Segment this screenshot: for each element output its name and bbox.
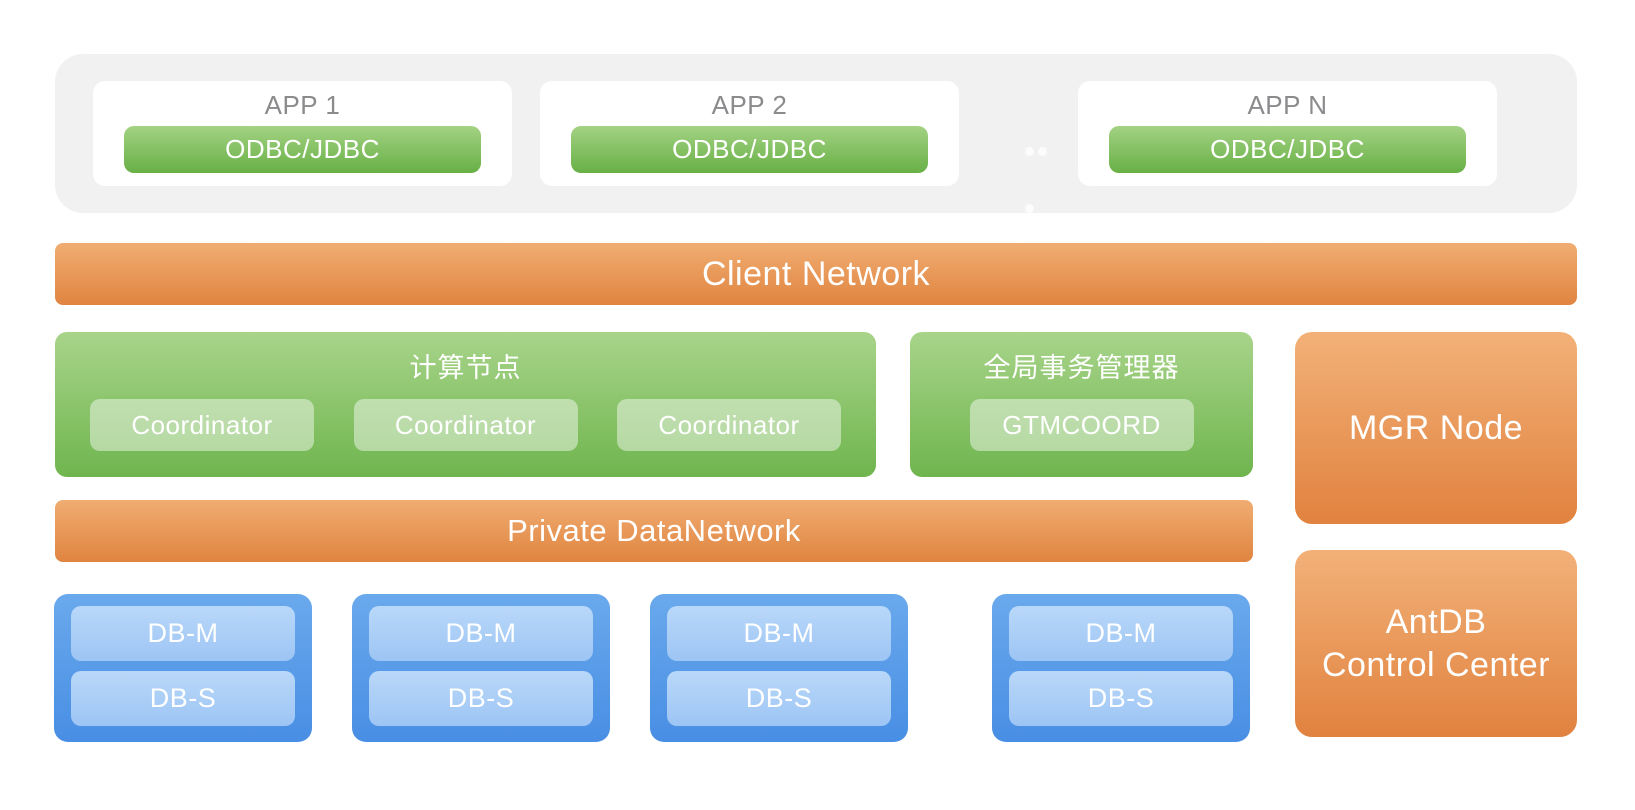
odbc-jdbc-badge: ODBC/JDBC xyxy=(124,126,481,173)
app-card-title: APP 2 xyxy=(711,90,788,120)
app-card-n: APP N ODBC/JDBC xyxy=(1078,81,1497,186)
db-standby-badge: DB-S xyxy=(1009,671,1233,726)
odbc-jdbc-badge: ODBC/JDBC xyxy=(1109,126,1466,173)
mgr-node-label: MGR Node xyxy=(1348,408,1524,447)
compute-node-title: 计算节点 xyxy=(409,353,522,383)
db-master-badge: DB-M xyxy=(1009,606,1233,661)
client-network-bar: Client Network xyxy=(55,243,1577,305)
compute-node-box: 计算节点 Coordinator Coordinator Coordinator xyxy=(55,332,876,477)
db-master-badge: DB-M xyxy=(71,606,295,661)
control-center-line1: AntDB xyxy=(1385,602,1487,641)
coordinator-badge: Coordinator xyxy=(90,399,314,451)
ellipsis-dot xyxy=(1025,147,1034,156)
mgr-node-box: MGR Node xyxy=(1295,332,1577,524)
coordinator-badge: Coordinator xyxy=(617,399,841,451)
app-card-1: APP 1 ODBC/JDBC xyxy=(93,81,512,186)
db-master-badge: DB-M xyxy=(369,606,593,661)
app-card-2: APP 2 ODBC/JDBC xyxy=(540,81,959,186)
data-node-box-2: DB-M DB-S xyxy=(352,594,610,742)
db-standby-badge: DB-S xyxy=(369,671,593,726)
coordinator-row: Coordinator Coordinator Coordinator xyxy=(90,399,841,451)
coordinator-badge: Coordinator xyxy=(353,399,578,451)
data-node-box-4: DB-M DB-S xyxy=(992,594,1250,742)
control-center-box: AntDB Control Center xyxy=(1295,550,1577,737)
gtm-title: 全局事务管理器 xyxy=(983,353,1180,383)
odbc-jdbc-badge: ODBC/JDBC xyxy=(571,126,928,173)
db-standby-badge: DB-S xyxy=(667,671,891,726)
app-card-title: APP 1 xyxy=(264,90,341,120)
db-standby-badge: DB-S xyxy=(71,671,295,726)
app-card-title: APP N xyxy=(1247,90,1328,120)
gtm-box: 全局事务管理器 GTMCOORD xyxy=(910,332,1253,477)
gtmcoord-badge: GTMCOORD xyxy=(969,399,1194,451)
app-layer-panel: APP 1 ODBC/JDBC APP 2 ODBC/JDBC APP N OD… xyxy=(55,54,1577,213)
db-master-badge: DB-M xyxy=(667,606,891,661)
data-node-box-1: DB-M DB-S xyxy=(54,594,312,742)
control-center-line2: Control Center xyxy=(1321,645,1551,684)
data-node-box-3: DB-M DB-S xyxy=(650,594,908,742)
ellipsis-dot xyxy=(1038,147,1047,156)
private-data-network-bar: Private DataNetwork xyxy=(55,500,1253,562)
ellipsis-dot xyxy=(1025,204,1034,213)
